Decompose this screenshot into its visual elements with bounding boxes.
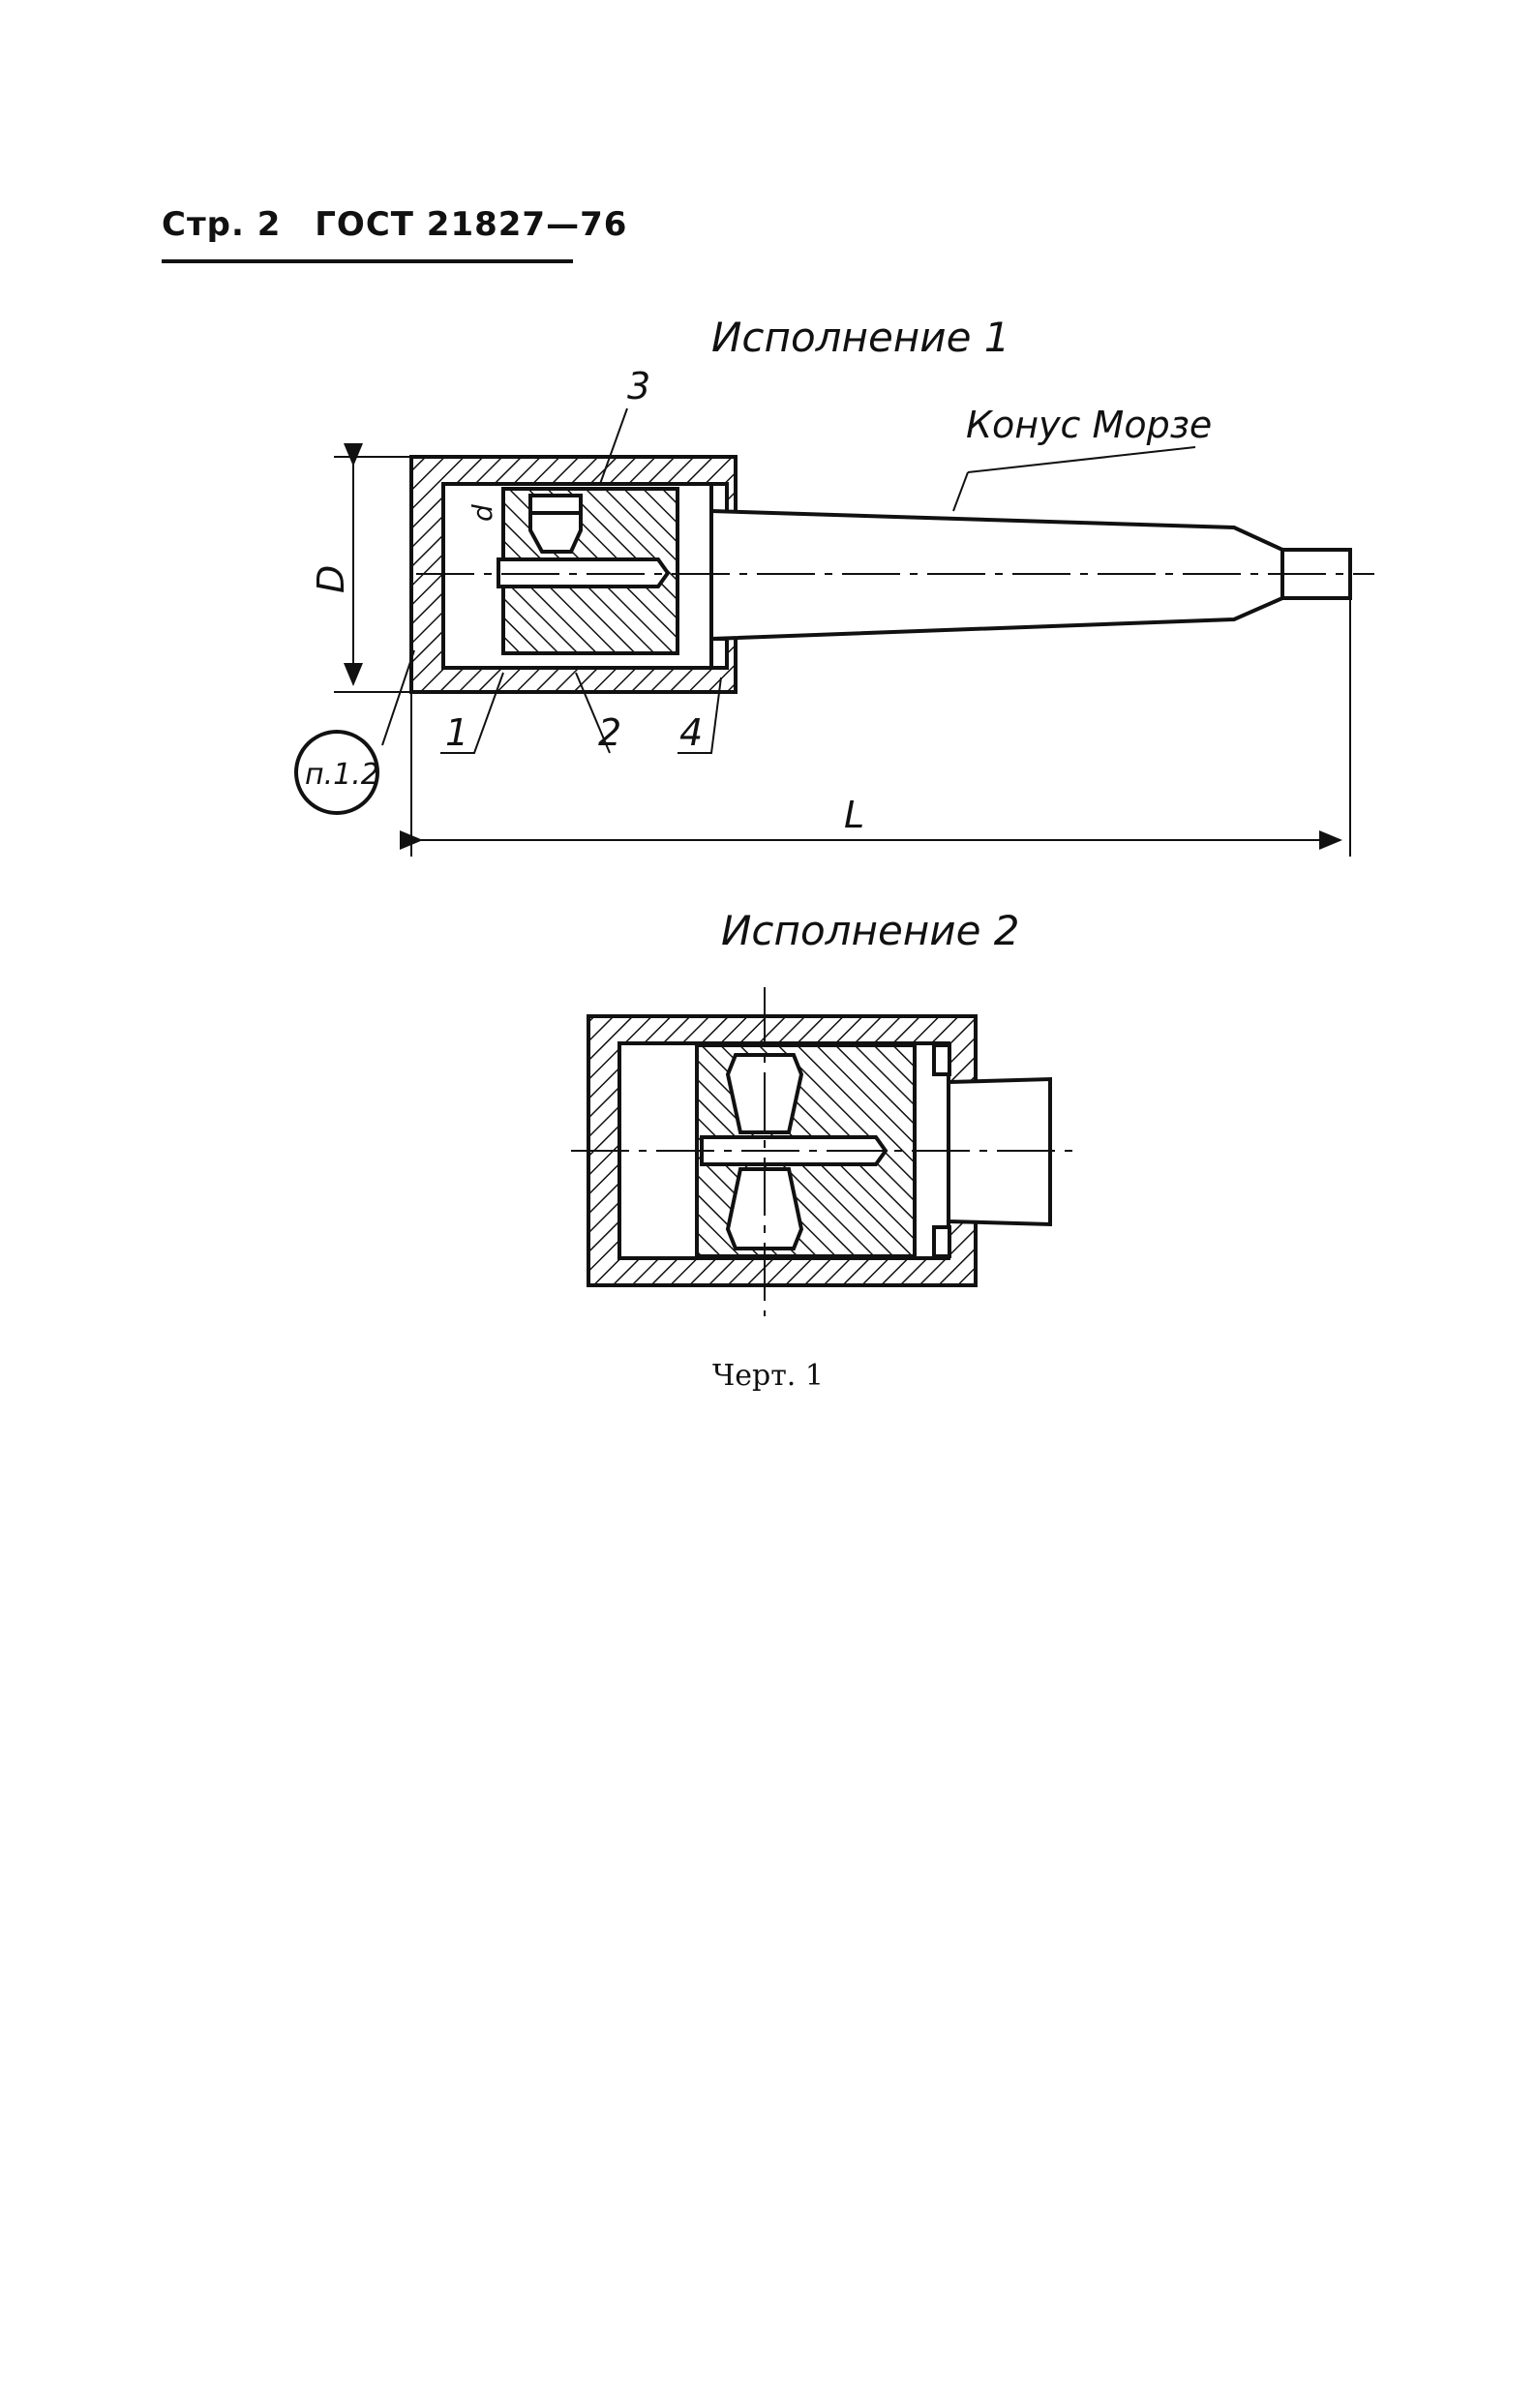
ring-part4-top xyxy=(709,482,729,515)
center-bore xyxy=(497,557,671,588)
part-label-4: 4 xyxy=(679,711,703,754)
leader-part1 xyxy=(440,672,504,754)
version1-title: Исполнение 1 xyxy=(711,314,1009,361)
dim-label-d: d xyxy=(467,504,498,522)
standard-number: ГОСТ 21827—76 xyxy=(315,205,628,244)
leader-part3 xyxy=(599,407,628,485)
part-label-3: 3 xyxy=(627,365,650,407)
morse-label: Конус Морзе xyxy=(966,404,1212,446)
version2-assembly xyxy=(571,987,1074,1316)
page-header: Стр. 2 ГОСТ 21827—76 xyxy=(162,205,648,244)
screw-part3 xyxy=(528,494,583,554)
figure-caption: Черт. 1 xyxy=(712,1359,824,1393)
version2-title: Исполнение 2 xyxy=(721,907,1019,954)
dim-label-L: L xyxy=(844,794,864,836)
ring-part4-bottom xyxy=(709,637,729,670)
header-rule xyxy=(162,259,573,263)
leader-part2 xyxy=(575,672,611,754)
leader-ref-note xyxy=(381,649,415,746)
part-label-1: 1 xyxy=(445,711,468,754)
leader-part4 xyxy=(678,677,722,754)
leader-morse xyxy=(952,471,969,512)
part-label-2: 2 xyxy=(598,711,621,754)
ref-note-text: п.1.2 xyxy=(305,758,379,792)
version1-assembly xyxy=(294,407,1374,857)
dim-label-D: D xyxy=(310,565,352,593)
ref-note-circle xyxy=(294,730,379,815)
page-number: Стр. 2 xyxy=(162,205,282,244)
